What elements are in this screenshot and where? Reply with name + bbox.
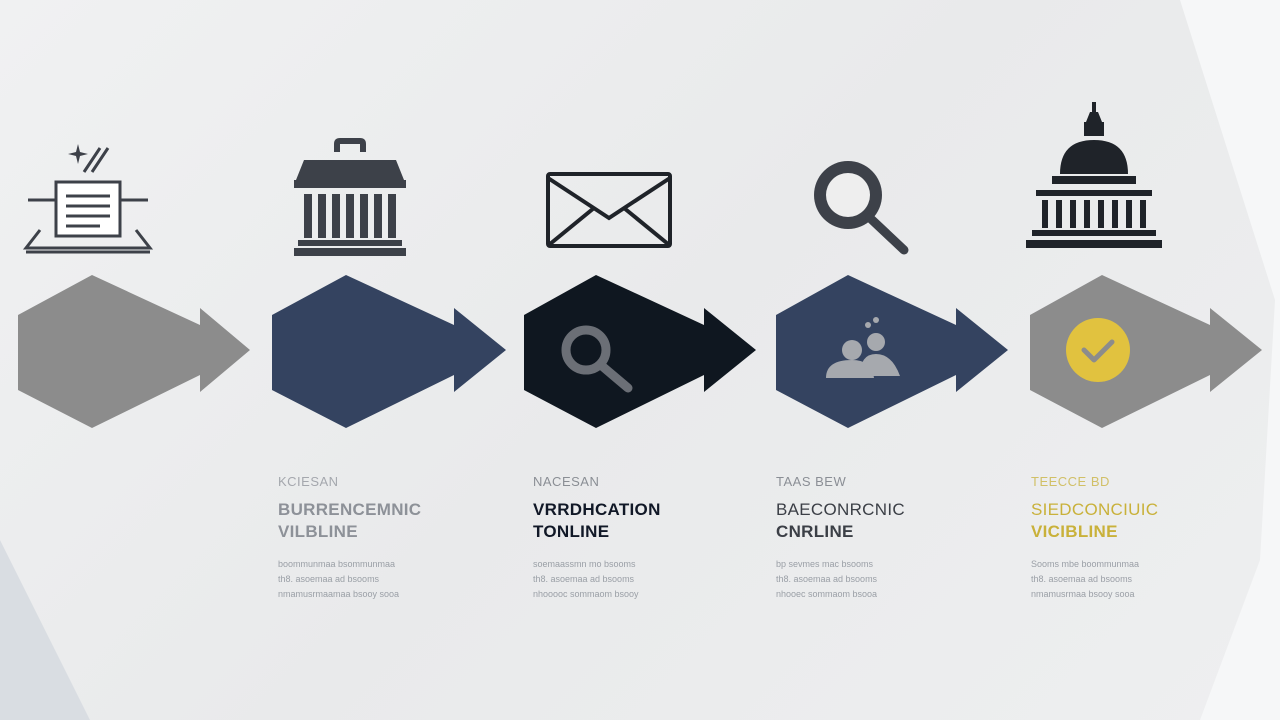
step-3-text: NACESAN VRRDHCATION TONLINE soemaassmn m… (533, 474, 753, 602)
step-3-title-line-2: TONLINE (533, 522, 610, 541)
step-4-desc-line-3: nhooec sommaom bsooa (776, 589, 878, 599)
step-5-title: SIEDCONCIUIC VICIBLINE (1031, 499, 1251, 543)
step-5 (1024, 0, 1280, 720)
step-3-desc-line-1: soemaassmn mo bsooms (533, 559, 636, 569)
step-4-text: TAAS BEW BAECONRCNIC CNRLINE bp sevmes m… (776, 474, 996, 602)
step-1-kicker: KCIESAN (278, 474, 339, 489)
capitol-building-icon (1026, 102, 1162, 248)
step-1-title: BURRENCEMNIC VILBLINE (278, 499, 498, 543)
courthouse-icon (294, 138, 406, 256)
step-1-description: boommunmaa bsommunmaa th8. asoemaa ad bs… (278, 557, 428, 602)
step-4-desc-line-2: th8. asoemaa ad bsooms (776, 574, 878, 584)
step-5-desc-line-1: Sooms mbe boommunmaa (1031, 559, 1140, 569)
step-3-title: VRRDHCATION TONLINE (533, 499, 753, 543)
search-icon (814, 161, 909, 255)
step-5-arrow (1030, 275, 1262, 428)
step-3-desc-line-2: th8. asoemaa ad bsooms (533, 574, 635, 584)
step-4-title-line-2: CNRLINE (776, 522, 854, 541)
step-1-desc-line-2: th8. asoemaa ad bsooms (278, 574, 380, 584)
people-icon (826, 317, 900, 378)
step-4-kicker: TAAS BEW (776, 474, 847, 489)
step-3-description: soemaassmn mo bsooms th8. asoemaa ad bso… (533, 557, 683, 602)
step-4-desc-line-1: bp sevmes mac bsooms (776, 559, 874, 569)
step-5-title-line-2: VICIBLINE (1031, 522, 1118, 541)
step-4-description: bp sevmes mac bsooms th8. asoemaa ad bso… (776, 557, 926, 602)
step-4-title: BAECONRCNIC CNRLINE (776, 499, 996, 543)
step-1-title-line-2: VILBLINE (278, 522, 358, 541)
step-1-text: KCIESAN BURRENCEMNIC VILBLINE boommunmaa… (278, 474, 498, 602)
step-3-kicker: NACESAN (533, 474, 600, 489)
step-1-arrow (18, 275, 250, 428)
step-2-arrow (272, 275, 506, 428)
step-5-kicker: TEECCE BD (1031, 474, 1110, 489)
step-5-description: Sooms mbe boommunmaa th8. asoemaa ad bso… (1031, 557, 1181, 602)
step-5-desc-line-2: th8. asoemaa ad bsooms (1031, 574, 1133, 584)
step-4-arrow (776, 275, 1008, 428)
step-3-desc-line-3: nhooooc sommaom bsooy (533, 589, 639, 599)
step-1-desc-line-1: boommunmaa bsommunmaa (278, 559, 396, 569)
step-5-text: TEECCE BD SIEDCONCIUIC VICIBLINE Sooms m… (1031, 474, 1251, 602)
step-5-desc-line-3: nmamusrmaa bsooy sooa (1031, 589, 1135, 599)
step-2 (256, 0, 512, 720)
document-ballot-icon (22, 144, 154, 254)
check-icon (1066, 318, 1130, 382)
step-3-arrow (524, 275, 756, 428)
magnifier-icon (561, 325, 633, 393)
step-3-title-line-1: VRRDHCATION (533, 500, 661, 519)
envelope-icon (546, 172, 672, 248)
step-5-title-line-1: SIEDCONCIUIC (1031, 500, 1159, 519)
step-1-title-line-1: BURRENCEMNIC (278, 500, 422, 519)
step-4-title-line-1: BAECONRCNIC (776, 500, 905, 519)
step-3 (512, 0, 768, 720)
step-1-desc-line-3: nmamusrmaamaa bsooy sooa (278, 589, 400, 599)
step-4 (768, 0, 1024, 720)
step-1 (0, 0, 256, 720)
